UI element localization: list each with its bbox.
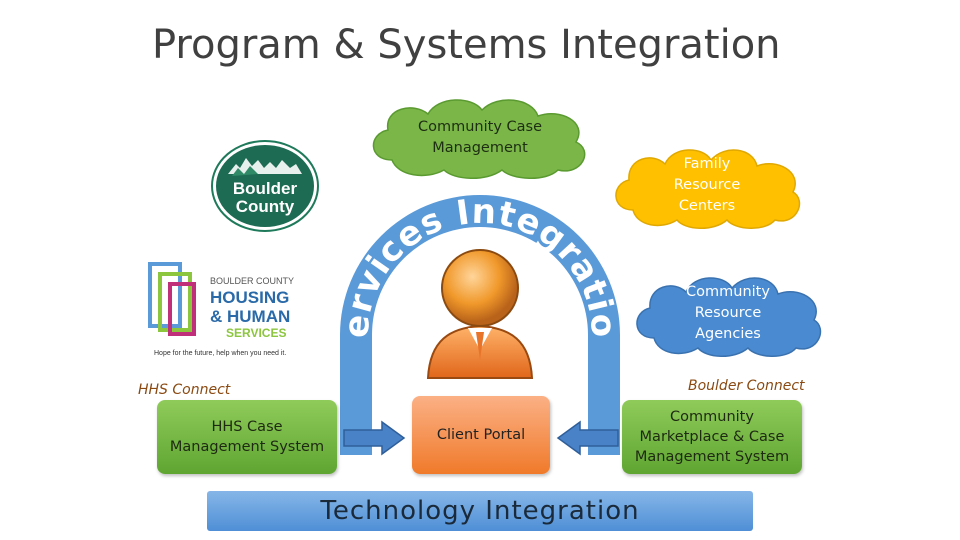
community-resource-agencies-cloud — [636, 277, 822, 357]
arc-band — [340, 195, 620, 455]
hhs-connect-label: HHS Connect — [138, 382, 231, 398]
community-case-management-cloud — [372, 99, 586, 179]
hhs-logo-line4: SERVICES — [226, 326, 287, 340]
community-case-management-label: Community Case Management — [417, 119, 542, 156]
boulder-county-logo-line2: County — [235, 197, 295, 216]
page-title: Program & Systems Integration — [152, 22, 781, 68]
boulder-county-logo: Boulder County — [210, 140, 320, 232]
hhs-logo-line3: & HUMAN — [210, 307, 291, 326]
technology-integration-label: Technology Integration — [320, 496, 640, 526]
family-resource-centers-label: Family Resource Centers — [673, 156, 741, 214]
left-arrow-icon — [556, 420, 619, 456]
client-portal-label: Client Portal — [436, 427, 526, 443]
boulder-county-logo-line1: Boulder — [232, 179, 298, 198]
community-resource-agencies-label: Community Resource Agencies — [686, 284, 770, 342]
community-marketplace-box: Community Marketplace & Case Management … — [622, 400, 802, 474]
technology-integration-bar: Technology Integration — [207, 491, 753, 531]
hhs-logo-tagline: Hope for the future, help when you need … — [154, 350, 287, 357]
family-resource-centers-cloud — [615, 149, 801, 229]
hhs-logo-line1: BOULDER COUNTY — [210, 276, 295, 286]
boulder-connect-label: Boulder Connect — [688, 378, 805, 394]
right-arrow-icon — [343, 420, 406, 456]
hhs-logo-mark — [148, 262, 196, 336]
community-marketplace-label: Community Marketplace & Case Management … — [634, 409, 790, 465]
boulder-county-logo-graphic — [211, 140, 319, 232]
person-icon — [426, 249, 534, 379]
hhs-logo: BOULDER COUNTY HOUSING & HUMAN SERVICES … — [146, 258, 306, 362]
hhs-case-management-box: HHS Case Management System — [157, 400, 337, 474]
client-portal-box: Client Portal — [412, 396, 550, 474]
hhs-logo-line2: HOUSING — [210, 288, 290, 307]
hhs-case-management-label: HHS Case Management System — [169, 419, 325, 455]
